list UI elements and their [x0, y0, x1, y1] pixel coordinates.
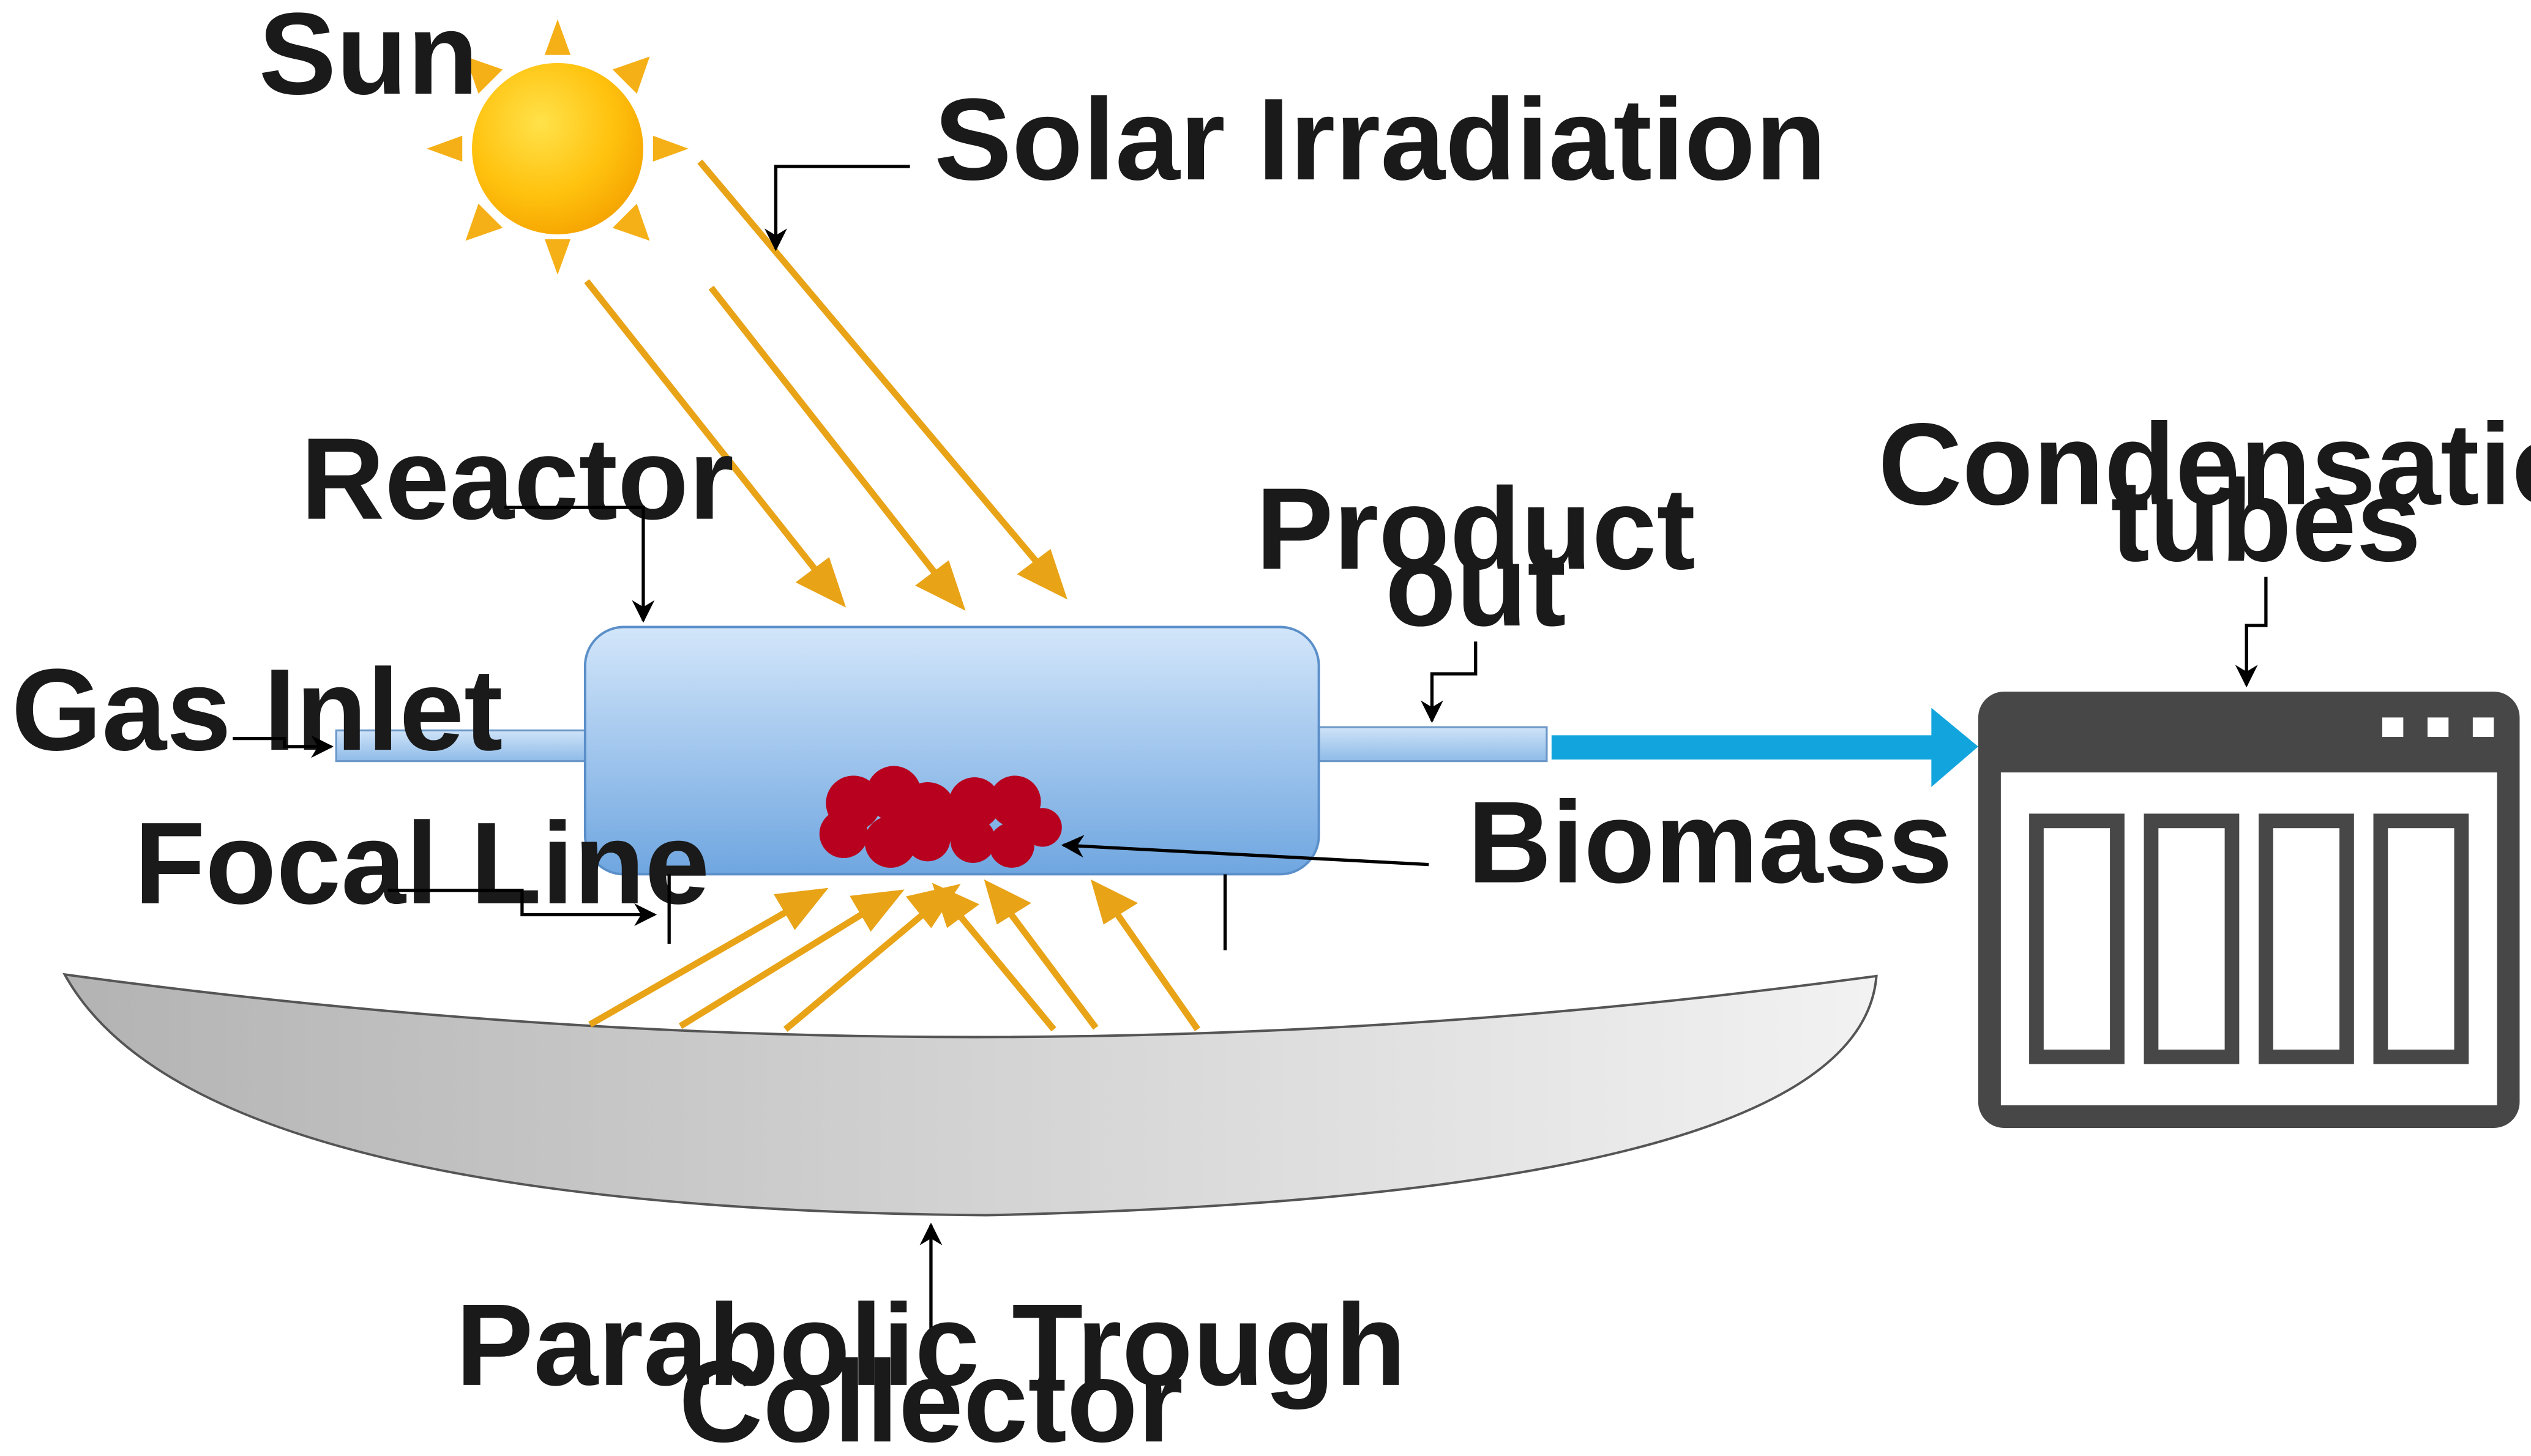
solar-irradiation-pointer [764, 165, 910, 252]
reactor-vessel [583, 625, 1320, 876]
collector-label-line2: Collector [679, 1337, 1183, 1456]
solar-irradiation-label: Solar Irradiation [934, 75, 1826, 204]
focal-line-label: Focal Line [134, 799, 709, 928]
biomass-icon [819, 766, 1062, 868]
reactor-label: Reactor [301, 414, 734, 544]
sun-icon [427, 19, 689, 275]
product-out-pointer [1420, 641, 1478, 723]
product-outlet-pipe [1311, 726, 1548, 763]
reactor-pointer [504, 506, 655, 623]
collector-label-line1: Parabolic Trough [456, 1280, 1407, 1410]
condensation-label-line1: Condensation [1878, 400, 2531, 529]
focal-line-pointer [387, 889, 657, 926]
biomass-label: Biomass [1468, 778, 1953, 908]
reflected-rays [588, 879, 1200, 1032]
condenser-unit-icon [1978, 692, 2520, 1128]
parabolic-trough-collector [62, 973, 1878, 1217]
condensation-label-line2: tubes [2110, 456, 2421, 586]
solar-rays [584, 159, 1067, 611]
product-out-label-line2: out [1385, 521, 1566, 651]
gas-inlet-label: Gas Inlet [12, 645, 503, 775]
product-flow-arrow [1551, 707, 1978, 787]
biomass-pointer [1061, 835, 1429, 867]
gas-inlet-pointer [233, 735, 334, 758]
condensation-pointer [2235, 577, 2268, 688]
product-out-label-line1: Product [1256, 464, 1695, 594]
sun-label: Sun [259, 0, 479, 119]
